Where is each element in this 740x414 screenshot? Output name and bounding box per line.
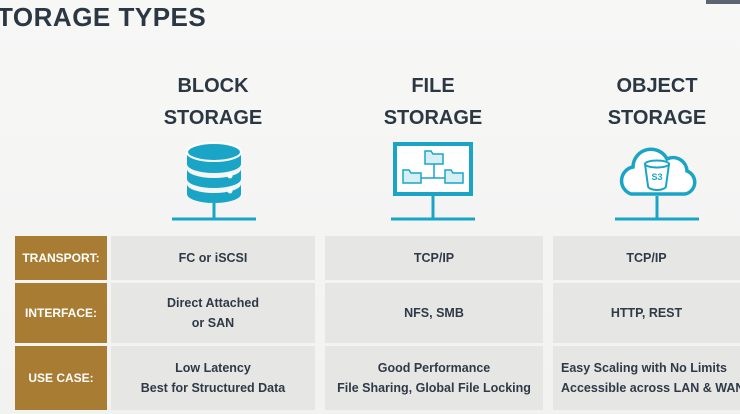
column-header-line1: FILE: [411, 75, 455, 97]
table-cell: HTTP, REST: [553, 283, 740, 343]
column-header-line1: BLOCK: [177, 75, 249, 97]
row-label-transport: TRANSPORT:: [15, 236, 107, 280]
cell-text: Easy Scaling with No Limits: [561, 361, 728, 375]
cell-text: NFS, SMB: [404, 306, 464, 320]
row-label-interface: INTERFACE:: [15, 283, 107, 343]
column-header-file: FILE STORAGE: [333, 70, 533, 134]
table-cell: Easy Scaling with No Limits Accessible a…: [553, 346, 740, 410]
database-icon: [172, 142, 256, 221]
column-header-line1: OBJECT: [616, 75, 698, 97]
cell-text: TCP/IP: [413, 251, 455, 265]
table-cell: Good Performance File Sharing, Global Fi…: [325, 346, 543, 410]
column-header-object: OBJECT STORAGE: [557, 70, 740, 134]
cell-text: TCP/IP: [626, 251, 667, 265]
cell-text: or SAN: [191, 316, 235, 330]
cell-text: Direct Attached: [167, 296, 259, 310]
corner-decoration: [706, 0, 740, 4]
cell-text: HTTP, REST: [610, 306, 683, 320]
row-label-use-case: USE CASE:: [15, 346, 107, 410]
column-header-line2: STORAGE: [607, 107, 707, 129]
cell-text: File Sharing, Global File Locking: [337, 381, 531, 395]
cell-text: Accessible across LAN & WAN: [561, 381, 740, 395]
cloud-s3-icon: S3: [615, 147, 699, 221]
folder-tree-icon: [391, 142, 475, 221]
column-header-line2: STORAGE: [383, 107, 483, 129]
table-cell: Low Latency Best for Structured Data: [111, 346, 315, 410]
column-header-block: BLOCK STORAGE: [113, 70, 313, 134]
cell-text: FC or iSCSI: [178, 251, 248, 265]
cell-text: Low Latency: [175, 361, 251, 375]
page-title: TORAGE TYPES: [0, 2, 207, 32]
cell-text: Best for Structured Data: [140, 381, 286, 395]
table-cell: TCP/IP: [553, 236, 740, 280]
table-cell: FC or iSCSI: [111, 236, 315, 280]
table-cell: NFS, SMB: [325, 283, 543, 343]
cell-text: Good Performance: [377, 361, 491, 375]
table-cell: TCP/IP: [325, 236, 543, 280]
column-header-line2: STORAGE: [163, 107, 263, 129]
s3-icon-text: S3: [651, 172, 662, 182]
table-cell: Direct Attached or SAN: [111, 283, 315, 343]
